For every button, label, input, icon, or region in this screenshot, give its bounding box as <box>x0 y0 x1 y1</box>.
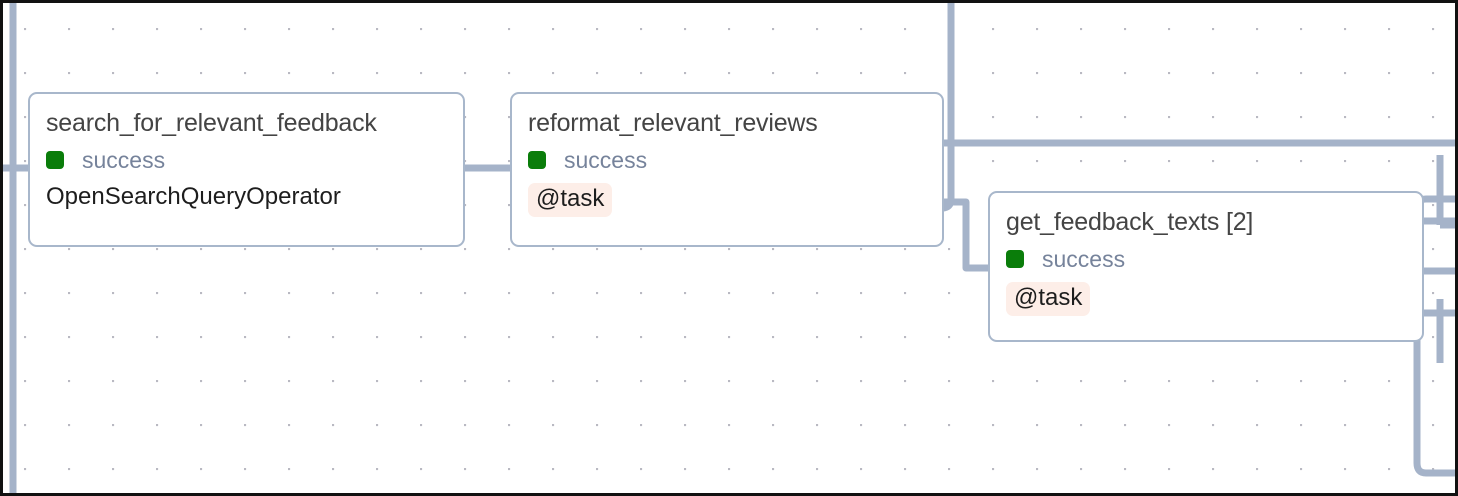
node-task-badge: @task <box>528 183 613 217</box>
node-meta-row: @task <box>1006 282 1422 316</box>
node-status-label: success <box>564 147 648 173</box>
node-body: reformat_relevant_reviews success @task <box>512 94 942 217</box>
node-meta-row: OpenSearchQueryOperator <box>46 183 463 211</box>
node-status-label: success <box>1042 246 1126 272</box>
node-title: get_feedback_texts [2] <box>1006 208 1254 236</box>
edge-reformat-to-get-feedback-texts <box>944 198 988 272</box>
node-task-badge: @task <box>1006 282 1091 316</box>
node-status-row: success <box>1006 246 1422 272</box>
dag-node-search-for-relevant-feedback[interactable]: search_for_relevant_feedback success Ope… <box>28 92 465 247</box>
node-title: search_for_relevant_feedback <box>46 109 377 137</box>
node-status-label: success <box>82 147 166 173</box>
node-meta-row: @task <box>528 183 942 217</box>
node-operator-label: OpenSearchQueryOperator <box>46 183 341 210</box>
dag-node-reformat-relevant-reviews[interactable]: reformat_relevant_reviews success @task <box>510 92 944 247</box>
square-status-icon <box>1006 250 1024 268</box>
node-title: reformat_relevant_reviews <box>528 109 818 137</box>
square-status-icon <box>46 151 64 169</box>
node-status-row: success <box>46 147 463 173</box>
dag-node-get-feedback-texts[interactable]: get_feedback_texts [2] success @task <box>988 191 1424 342</box>
node-status-row: success <box>528 147 942 173</box>
node-body: search_for_relevant_feedback success Ope… <box>30 94 463 211</box>
square-status-icon <box>528 151 546 169</box>
node-body: get_feedback_texts [2] success @task <box>990 193 1422 316</box>
